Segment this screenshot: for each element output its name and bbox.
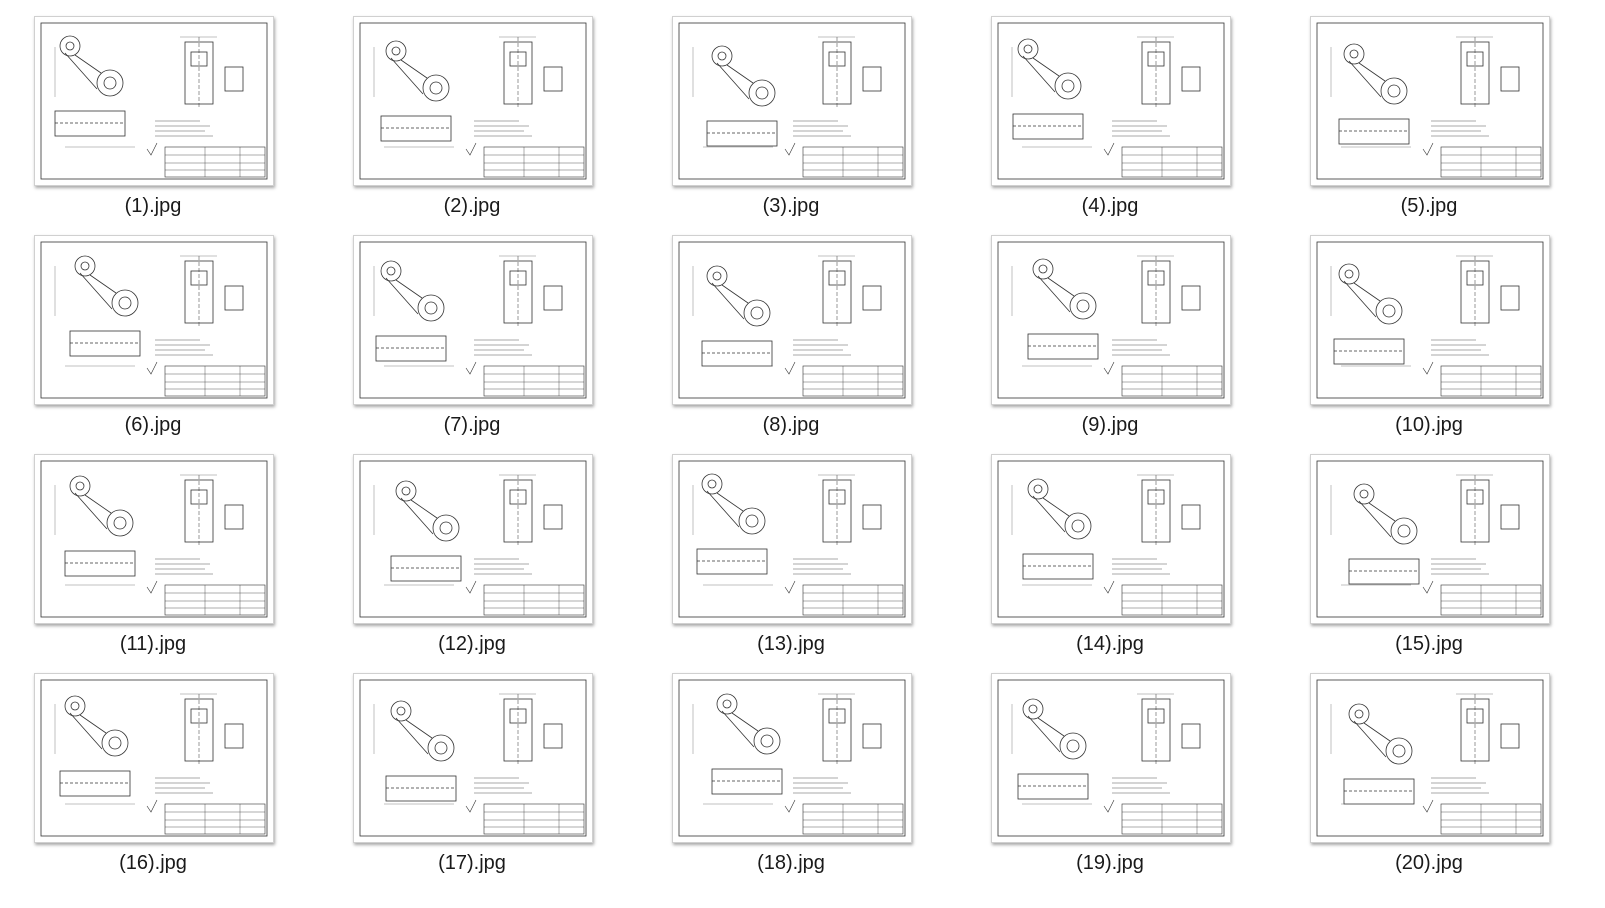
file-name-label: (7).jpg [443, 414, 501, 436]
file-name-label: (17).jpg [438, 852, 506, 874]
engineering-drawing-thumbnail-icon [672, 673, 912, 843]
engineering-drawing-thumbnail-icon [991, 235, 1231, 405]
file-name-label: (18).jpg [757, 852, 825, 874]
engineering-drawing-thumbnail-icon [1310, 16, 1550, 186]
file-tile-14[interactable]: (14).jpg [991, 454, 1309, 672]
file-name-label: (2).jpg [443, 195, 501, 217]
file-name-label: (15).jpg [1395, 633, 1463, 655]
file-name-label: (1).jpg [124, 195, 182, 217]
file-tile-1[interactable]: (1).jpg [34, 16, 352, 234]
file-name-label: (4).jpg [1081, 195, 1139, 217]
file-tile-6[interactable]: (6).jpg [34, 235, 352, 453]
file-name-label: (16).jpg [119, 852, 187, 874]
engineering-drawing-thumbnail-icon [1310, 235, 1550, 405]
file-name-label: (11).jpg [119, 633, 187, 655]
engineering-drawing-thumbnail-icon [991, 454, 1231, 624]
file-tile-13[interactable]: (13).jpg [672, 454, 990, 672]
file-tile-19[interactable]: (19).jpg [991, 673, 1309, 891]
file-tile-7[interactable]: (7).jpg [353, 235, 671, 453]
engineering-drawing-thumbnail-icon [991, 673, 1231, 843]
engineering-drawing-thumbnail-icon [1310, 454, 1550, 624]
file-name-label: (13).jpg [757, 633, 825, 655]
file-name-label: (20).jpg [1395, 852, 1463, 874]
file-tile-10[interactable]: (10).jpg [1310, 235, 1605, 453]
file-name-label: (12).jpg [438, 633, 506, 655]
file-tile-16[interactable]: (16).jpg [34, 673, 352, 891]
engineering-drawing-thumbnail-icon [991, 16, 1231, 186]
file-name-label: (19).jpg [1076, 852, 1144, 874]
engineering-drawing-thumbnail-icon [353, 235, 593, 405]
file-name-label: (8).jpg [762, 414, 820, 436]
engineering-drawing-thumbnail-icon [353, 454, 593, 624]
file-name-label: (3).jpg [762, 195, 820, 217]
file-name-label: (9).jpg [1081, 414, 1139, 436]
file-tile-17[interactable]: (17).jpg [353, 673, 671, 891]
file-name-label: (14).jpg [1076, 633, 1144, 655]
file-name-label: (6).jpg [124, 414, 182, 436]
file-tile-3[interactable]: (3).jpg [672, 16, 990, 234]
engineering-drawing-thumbnail-icon [353, 16, 593, 186]
engineering-drawing-thumbnail-icon [672, 454, 912, 624]
engineering-drawing-thumbnail-icon [672, 16, 912, 186]
file-tile-8[interactable]: (8).jpg [672, 235, 990, 453]
file-tile-4[interactable]: (4).jpg [991, 16, 1309, 234]
engineering-drawing-thumbnail-icon [353, 673, 593, 843]
file-name-label: (10).jpg [1395, 414, 1463, 436]
file-tile-2[interactable]: (2).jpg [353, 16, 671, 234]
engineering-drawing-thumbnail-icon [34, 454, 274, 624]
engineering-drawing-thumbnail-icon [672, 235, 912, 405]
engineering-drawing-thumbnail-icon [34, 16, 274, 186]
file-tile-11[interactable]: (11).jpg [34, 454, 352, 672]
engineering-drawing-thumbnail-icon [34, 673, 274, 843]
file-tile-5[interactable]: (5).jpg [1310, 16, 1605, 234]
file-tile-12[interactable]: (12).jpg [353, 454, 671, 672]
file-name-label: (5).jpg [1400, 195, 1458, 217]
file-tile-20[interactable]: (20).jpg [1310, 673, 1605, 891]
file-tile-15[interactable]: (15).jpg [1310, 454, 1605, 672]
engineering-drawing-thumbnail-icon [34, 235, 274, 405]
file-tile-9[interactable]: (9).jpg [991, 235, 1309, 453]
engineering-drawing-thumbnail-icon [1310, 673, 1550, 843]
file-tile-18[interactable]: (18).jpg [672, 673, 990, 891]
